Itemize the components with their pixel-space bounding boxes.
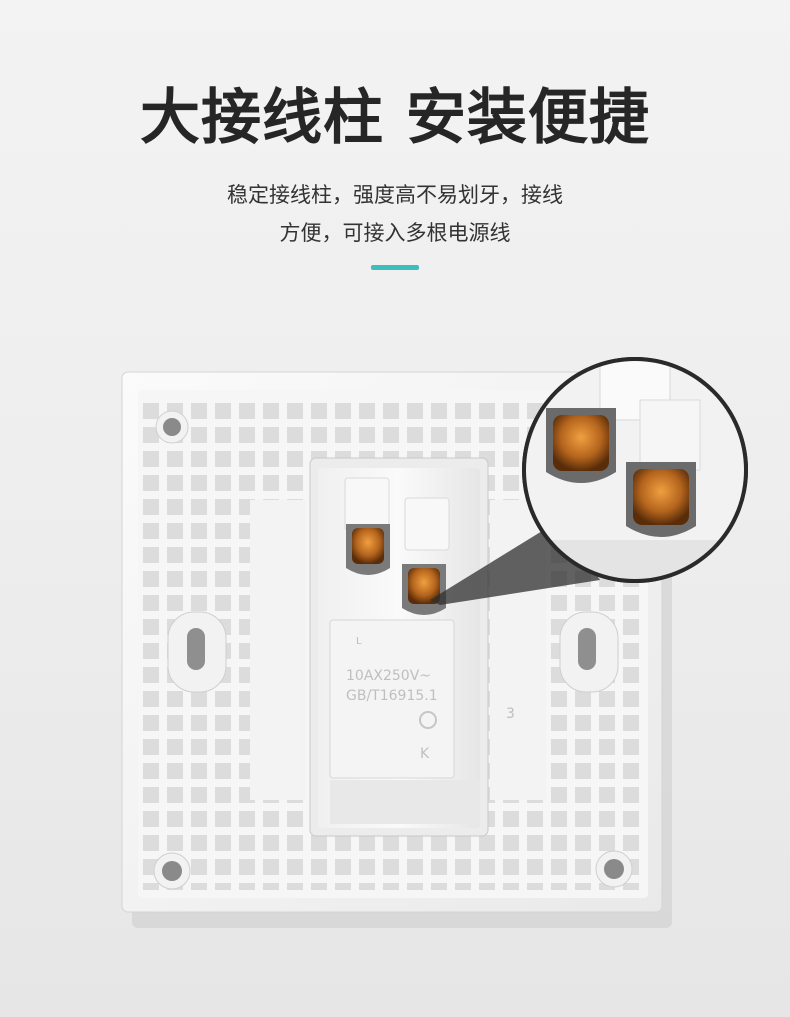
subline-2: 方便，可接入多根电源线 (279, 221, 511, 245)
product-photo: L 10AX250V~ GB/T16915.1 K 3 (0, 300, 790, 1017)
headline: 大接线柱 安装便捷 (140, 83, 650, 153)
module-standard: GB/T16915.1 (346, 688, 438, 704)
module-brand-mark: K (420, 746, 430, 762)
module-rating: 10AX250V~ (346, 668, 431, 684)
subline-1: 稳定接线柱，强度高不易划牙，接线 (227, 183, 563, 207)
plate-number: 3 (506, 706, 515, 722)
ccc-mark-icon (419, 711, 437, 729)
accent-bar (371, 265, 419, 270)
module-mark: L (356, 636, 362, 647)
zoom-callout (522, 357, 748, 583)
switch-module (309, 457, 489, 837)
